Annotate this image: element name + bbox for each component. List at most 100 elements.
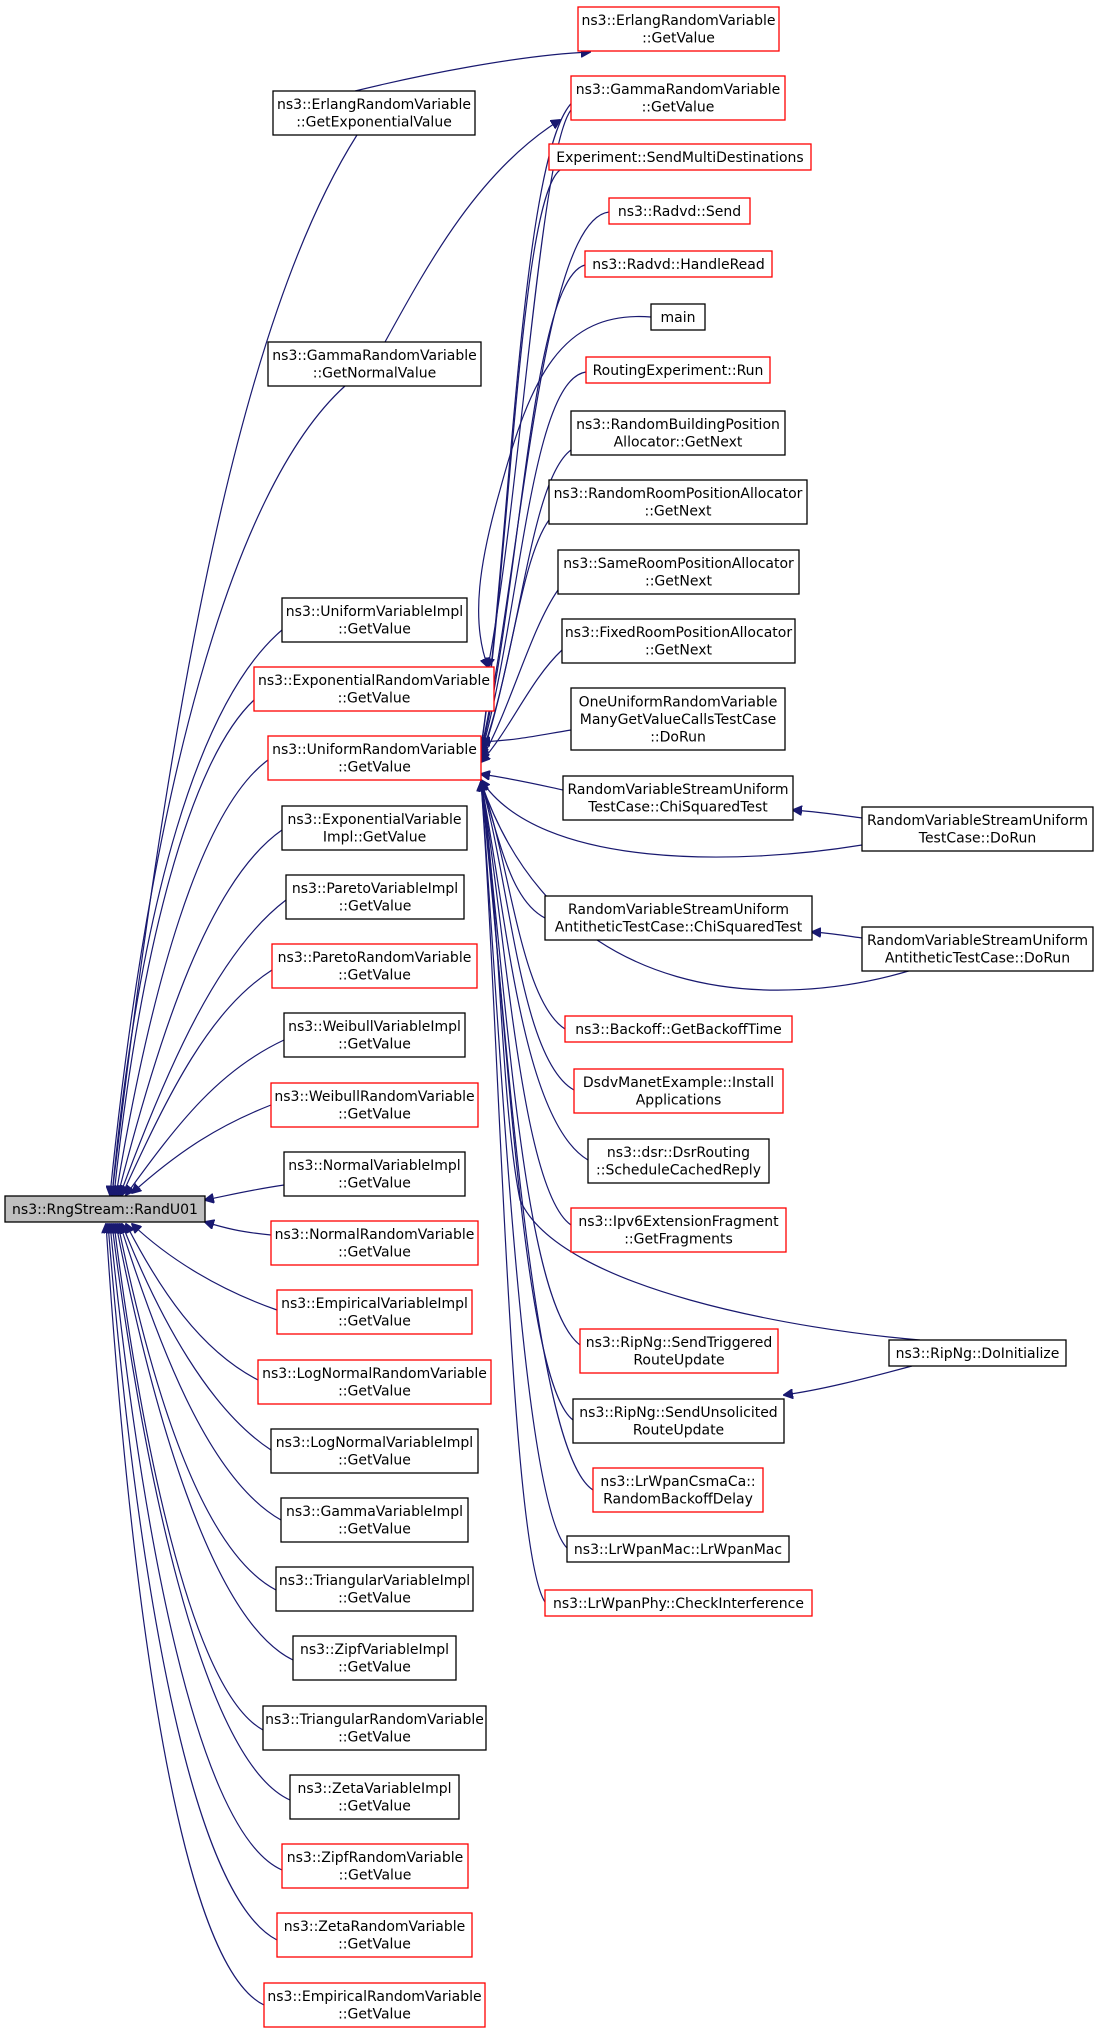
node-sameroom[interactable]: ns3::SameRoomPositionAllocator::GetNext	[557, 549, 800, 595]
node-zipfrv[interactable]: ns3::ZipfRandomVariable::GetValue	[281, 1843, 469, 1889]
node-label: ::GetValue	[338, 1245, 411, 1261]
node-label: ns3::dsr::DsrRouting	[607, 1145, 750, 1161]
node-lrwpan_csma[interactable]: ns3::LrWpanCsmaCa::RandomBackoffDelay	[592, 1467, 764, 1513]
node-fixedroom[interactable]: ns3::FixedRoomPositionAllocator::GetNext	[561, 618, 796, 664]
node-main[interactable]: main	[650, 303, 706, 331]
edge-uniformimpl-4	[112, 629, 283, 1195]
node-box	[577, 6, 780, 52]
node-normalimpl[interactable]: ns3::NormalVariableImpl::GetValue	[283, 1151, 466, 1197]
node-erlang_getvalue[interactable]: ns3::ErlangRandomVariable::GetValue	[577, 6, 780, 52]
node-box	[270, 1220, 479, 1266]
node-radvd_send[interactable]: ns3::Radvd::Send	[608, 197, 751, 225]
node-box	[585, 356, 771, 384]
node-label: RandomVariableStreamUniform	[867, 933, 1088, 949]
node-label: ::GetNext	[645, 504, 713, 520]
node-lrwpan_phy[interactable]: ns3::LrWpanPhy::CheckInterference	[544, 1589, 813, 1617]
node-randu01[interactable]: ns3::RngStream::RandU01	[4, 1195, 206, 1223]
node-uniformimpl[interactable]: ns3::UniformVariableImpl::GetValue	[281, 597, 468, 643]
edge-ipv6frag-44	[481, 782, 572, 1226]
node-label: ::GetValue	[338, 1522, 411, 1538]
edge-normalimpl-12	[205, 1184, 285, 1200]
node-label: ns3::GammaRandomVariable	[272, 348, 476, 364]
edge-lrwpan_phy-50	[481, 782, 546, 1603]
node-rvsua_chi[interactable]: RandomVariableStreamUniformAntitheticTes…	[544, 895, 813, 941]
node-dsr[interactable]: ns3::dsr::DsrRouting::ScheduleCachedRepl…	[587, 1138, 770, 1184]
node-box	[566, 1535, 790, 1563]
node-label: ::GetNext	[645, 574, 713, 590]
node-randbuilding[interactable]: ns3::RandomBuildingPositionAllocator::Ge…	[570, 410, 786, 456]
node-box	[276, 1912, 473, 1958]
edge-paretoimpl-8	[120, 899, 287, 1195]
node-label: ns3::WeibullRandomVariable	[274, 1089, 474, 1105]
node-gamma_getnormal[interactable]: ns3::GammaRandomVariable::GetNormalValue	[267, 341, 482, 387]
node-backoff[interactable]: ns3::Backoff::GetBackoffTime	[564, 1015, 793, 1043]
node-label: ::GetValue	[642, 100, 715, 116]
node-radvd_handleread[interactable]: ns3::Radvd::HandleRead	[584, 250, 773, 278]
node-gammaimpl[interactable]: ns3::GammaVariableImpl::GetValue	[280, 1497, 469, 1543]
node-rvsua_dorun[interactable]: RandomVariableStreamUniformAntitheticTes…	[861, 926, 1094, 972]
node-zetaimpl[interactable]: ns3::ZetaVariableImpl::GetValue	[289, 1774, 460, 1820]
node-zipfimpl[interactable]: ns3::ZipfVariableImpl::GetValue	[292, 1635, 457, 1681]
node-ipv6frag[interactable]: ns3::Ipv6ExtensionFragment::GetFragments	[570, 1207, 787, 1253]
node-box	[573, 1068, 784, 1114]
node-box	[861, 926, 1094, 972]
node-oneuniform[interactable]: OneUniformRandomVariableManyGetValueCall…	[570, 687, 786, 751]
node-label: ns3::EmpiricalVariableImpl	[281, 1296, 468, 1312]
edge-normalrv-13	[205, 1222, 272, 1236]
node-box	[570, 1207, 787, 1253]
node-routing_run[interactable]: RoutingExperiment::Run	[585, 356, 771, 384]
node-label: ::GetValue	[338, 1799, 411, 1815]
edge-rvsu_chi-37	[481, 774, 564, 791]
node-box	[572, 1398, 785, 1444]
edge-unirv-6	[116, 759, 269, 1195]
node-rvsu_chi[interactable]: RandomVariableStreamUniformTestCase::Chi…	[562, 775, 794, 821]
node-randroom[interactable]: ns3::RandomRoomPositionAllocator::GetNex…	[548, 479, 808, 525]
node-erlang_getexp[interactable]: ns3::ErlangRandomVariable::GetExponentia…	[272, 90, 476, 136]
node-label: ns3::NormalVariableImpl	[288, 1158, 460, 1174]
node-trirv[interactable]: ns3::TriangularRandomVariable::GetValue	[262, 1705, 487, 1751]
node-label: ::GetValue	[338, 622, 411, 638]
node-label: ::DoRun	[650, 729, 706, 745]
edge-triimpl-18	[118, 1224, 277, 1591]
node-label: ::GetNext	[645, 643, 713, 659]
edge-ripng_doinit-53	[784, 1365, 913, 1395]
node-label: ns3::Radvd::Send	[618, 204, 741, 220]
node-lognormalrv[interactable]: ns3::LogNormalRandomVariable::GetValue	[257, 1359, 492, 1405]
node-label: RouteUpdate	[633, 1353, 724, 1369]
node-label: ::GetValue	[339, 1868, 412, 1884]
node-paretoimpl[interactable]: ns3::ParetoVariableImpl::GetValue	[285, 874, 465, 920]
edge-rvsua_dorun-52	[812, 932, 863, 939]
node-label: ManyGetValueCallsTestCase	[580, 712, 776, 728]
node-box	[564, 1015, 793, 1043]
node-label: ns3::GammaRandomVariable	[576, 82, 780, 98]
node-empimpl[interactable]: ns3::EmpiricalVariableImpl::GetValue	[276, 1289, 473, 1335]
node-label: ::GetValue	[338, 1591, 411, 1607]
node-unirv[interactable]: ns3::UniformRandomVariable::GetValue	[267, 735, 482, 781]
node-label: ns3::FixedRoomPositionAllocator	[565, 625, 792, 641]
node-lrwpan_mac[interactable]: ns3::LrWpanMac::LrWpanMac	[566, 1535, 790, 1563]
node-emprv[interactable]: ns3::EmpiricalRandomVariable::GetValue	[263, 1982, 486, 2028]
node-weibullrv[interactable]: ns3::WeibullRandomVariable::GetValue	[270, 1082, 479, 1128]
node-weibullimpl[interactable]: ns3::WeibullVariableImpl::GetValue	[283, 1012, 466, 1058]
node-normalrv[interactable]: ns3::NormalRandomVariable::GetValue	[270, 1220, 479, 1266]
node-exprv[interactable]: ns3::ExponentialRandomVariable::GetValue	[253, 666, 495, 712]
node-paretorv[interactable]: ns3::ParetoRandomVariable::GetValue	[271, 943, 478, 989]
node-label: RandomVariableStreamUniform	[568, 902, 789, 918]
node-triimpl[interactable]: ns3::TriangularVariableImpl::GetValue	[275, 1566, 474, 1612]
node-label: ::GetExponentialValue	[296, 115, 452, 131]
node-rvsu_dorun[interactable]: RandomVariableStreamUniformTestCase::DoR…	[861, 806, 1094, 852]
node-zetarv[interactable]: ns3::ZetaRandomVariable::GetValue	[276, 1912, 473, 1958]
node-ripng_doinit[interactable]: ns3::RipNg::DoInitialize	[888, 1339, 1067, 1367]
node-label: ns3::ParetoVariableImpl	[292, 881, 458, 897]
node-label: ::GetValue	[338, 1176, 411, 1192]
node-lognormalimpl[interactable]: ns3::LogNormalVariableImpl::GetValue	[270, 1428, 479, 1474]
edge-rvsua_dorun-40	[481, 782, 913, 991]
edge-backoff-41	[481, 782, 566, 1030]
node-box	[579, 1328, 779, 1374]
node-exp_sendmulti[interactable]: Experiment::SendMultiDestinations	[548, 143, 812, 171]
node-gamma_getvalue[interactable]: ns3::GammaRandomVariable::GetValue	[570, 75, 786, 121]
